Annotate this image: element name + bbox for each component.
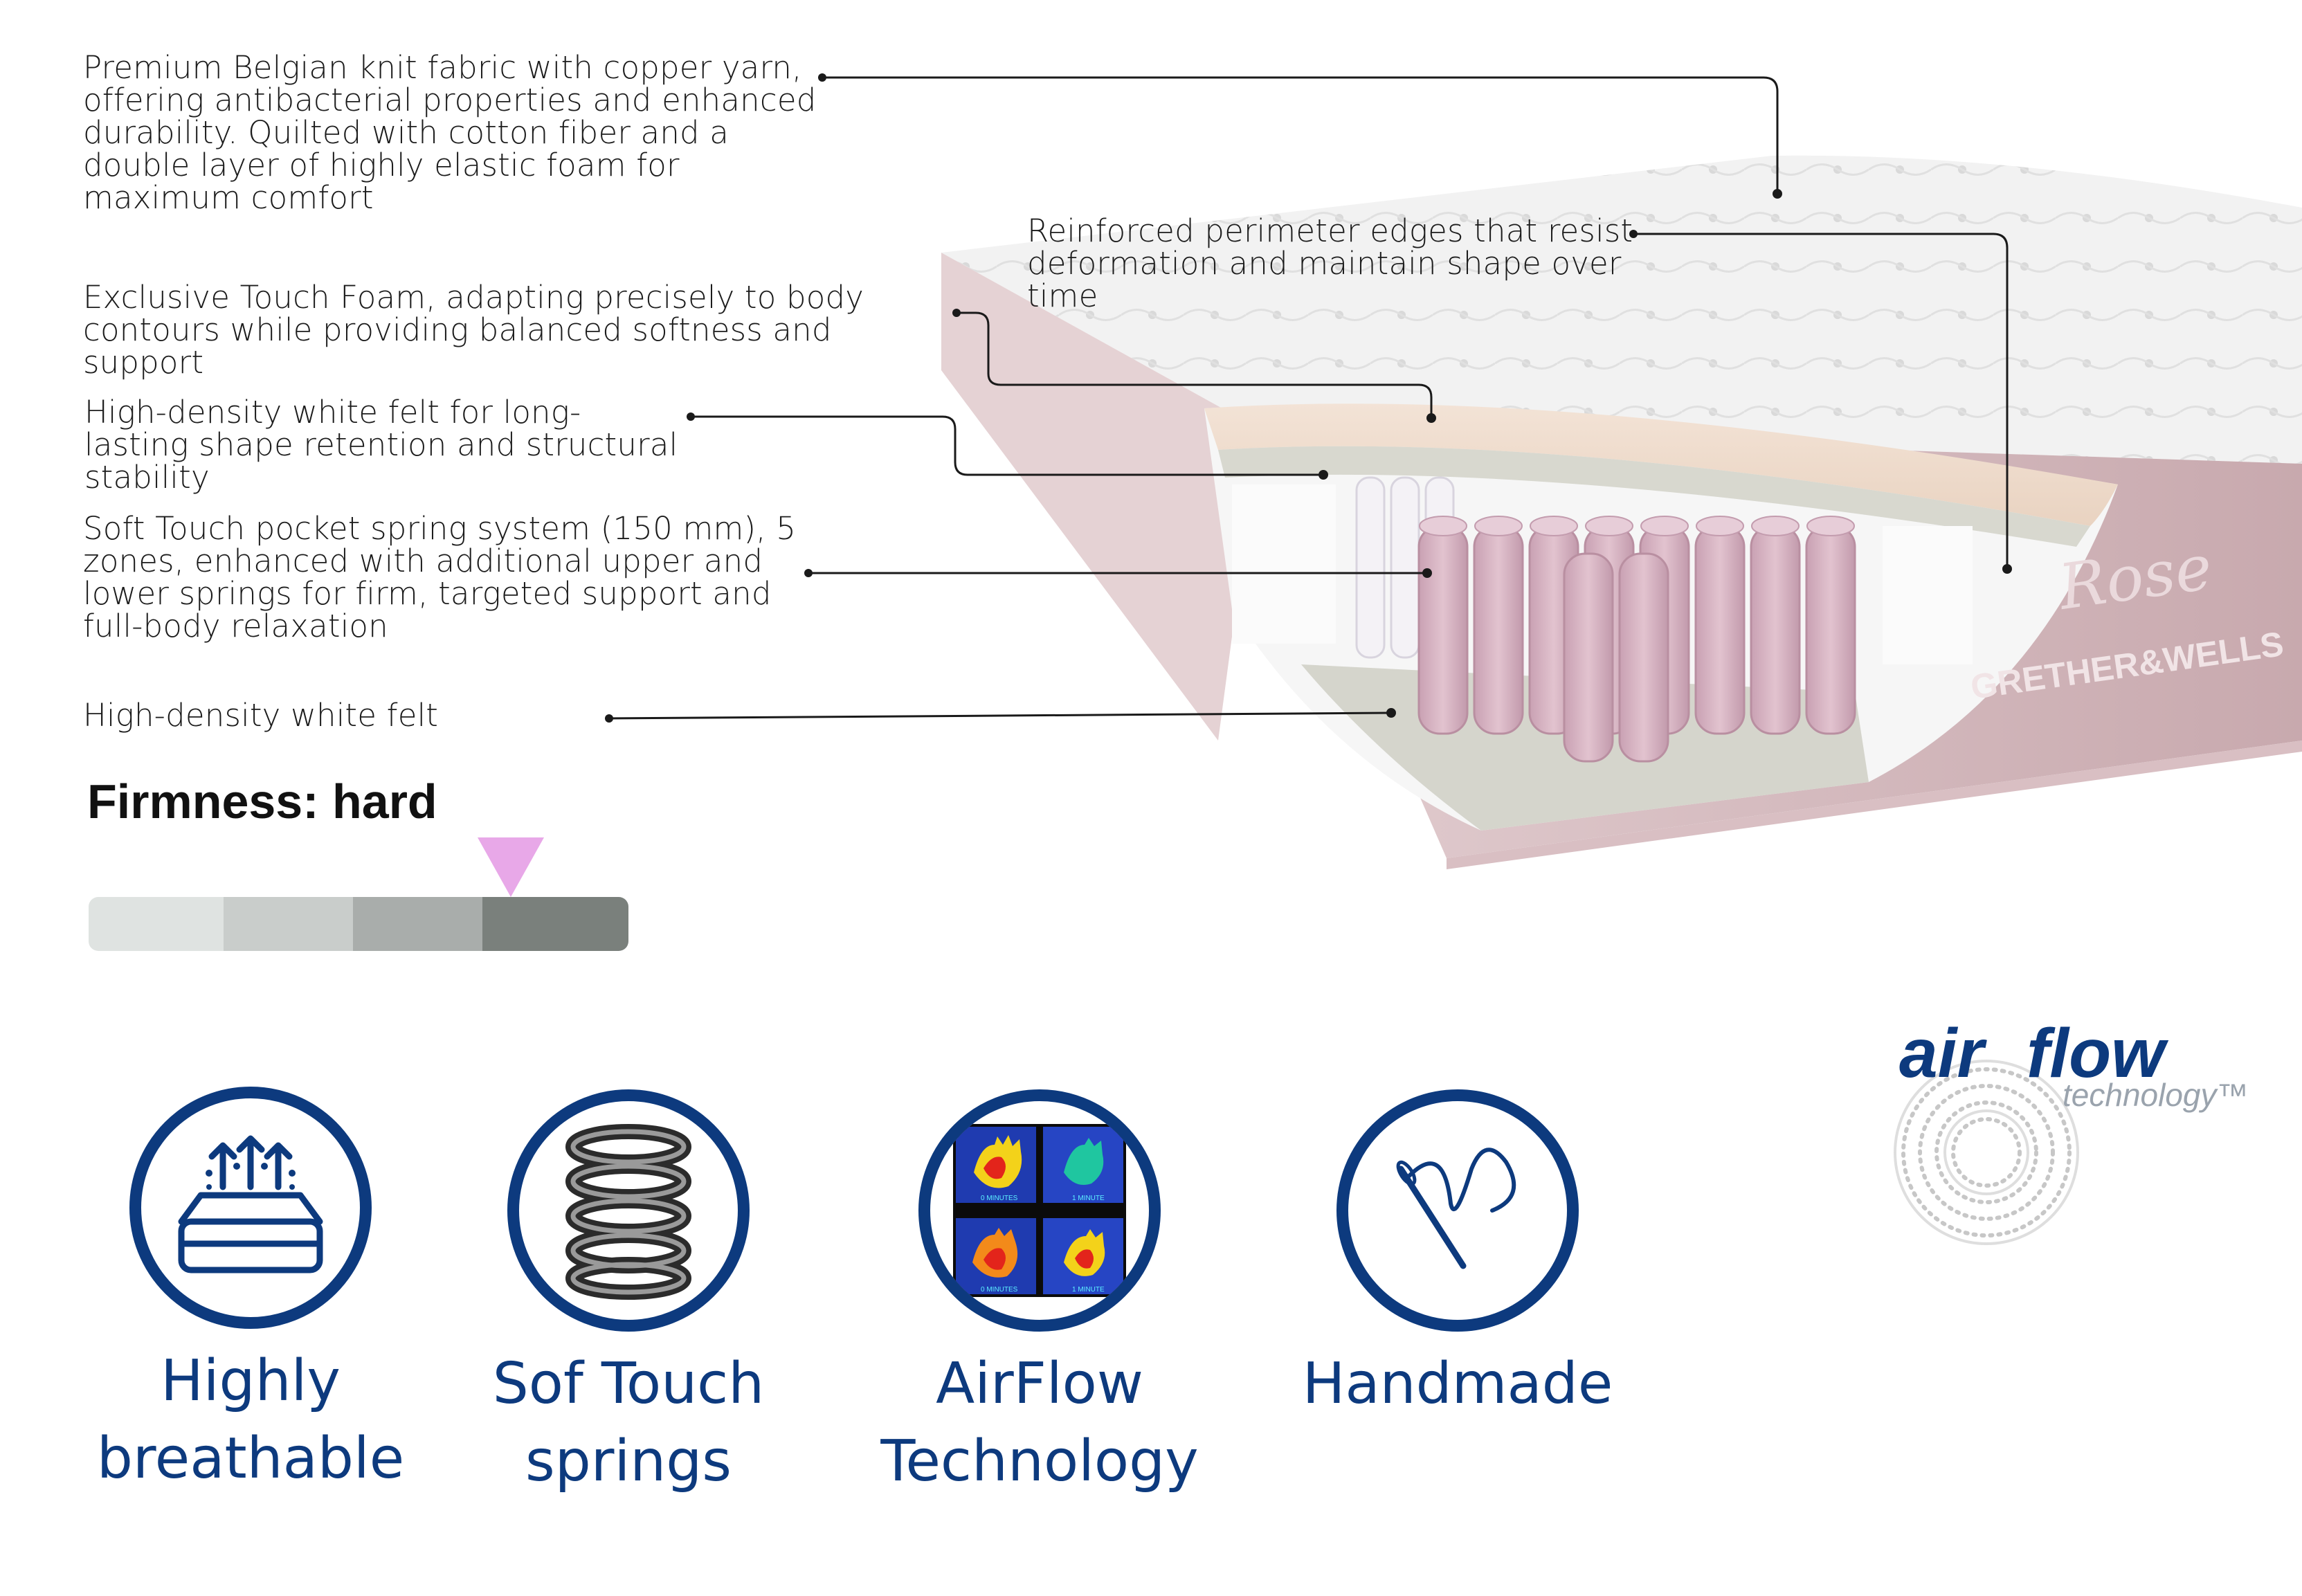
mattress-left-side — [941, 253, 1260, 741]
airflow-word-air: air — [1899, 1015, 1984, 1092]
airflow-word-technology: technology™ — [2063, 1077, 2249, 1113]
thermal-panel: 0 MINUTES — [956, 1218, 1036, 1294]
callout-perimeter: Reinforced perimeter edges that resist d… — [1027, 212, 1633, 314]
firmness-segment-3 — [353, 897, 483, 951]
needle-thread-icon — [1396, 1148, 1516, 1269]
callout-touch-foam: Exclusive Touch Foam, adapting precisely… — [83, 279, 864, 381]
firmness-title: Firmness: hard — [87, 774, 437, 828]
touch-foam-layer — [1204, 403, 2118, 526]
callout-dots — [605, 73, 2012, 723]
feature-airflow: 0 MINUTES 1 MINUTE 0 MINUTES — [846, 1089, 1233, 1500]
leader-cover — [822, 76, 1779, 194]
feature-label: Sof Touch springs — [492, 1351, 765, 1494]
thermal-panel: 0 MINUTES — [956, 1127, 1036, 1203]
callout-felt-top: High-density white felt for long-lasting… — [84, 394, 678, 496]
leader-felt-bottom — [608, 711, 1392, 720]
feature-springs: Sof Touch springs — [435, 1089, 822, 1500]
thermal-hand-imaging-icon: 0 MINUTES 1 MINUTE 0 MINUTES — [953, 1124, 1126, 1297]
firmness-segment-1 — [89, 897, 224, 951]
firmness-segment-4 — [482, 897, 628, 951]
svg-text:1 MINUTE: 1 MINUTE — [1072, 1286, 1105, 1294]
spring-coil-icon — [565, 1124, 691, 1300]
airflow-technology-logo: air flow technology™ — [1883, 1007, 2298, 1270]
callout-cover: Premium Belgian knit fabric with copper … — [83, 49, 817, 216]
airflow-swirl-icon — [1894, 1060, 2079, 1245]
airflow-word-flow: flow — [2027, 1015, 2165, 1092]
callout-felt-bottom: High-density white felt — [83, 697, 439, 734]
thermal-panel: 1 MINUTE — [1043, 1218, 1123, 1294]
feature-label: AirFlow Technology — [880, 1351, 1199, 1494]
firmness-segment-2 — [224, 897, 354, 951]
leader-touch-foam — [957, 311, 1433, 418]
svg-text:0 MINUTES: 0 MINUTES — [981, 1286, 1018, 1294]
feature-handmade: Handmade — [1264, 1089, 1651, 1423]
pocket-springs — [1355, 476, 1856, 763]
feature-label: Highly breathable — [96, 1348, 405, 1491]
leader-felt-top — [691, 415, 1323, 476]
firmness-scale — [89, 897, 628, 951]
callout-leaders — [608, 76, 2009, 720]
svg-text:0 MINUTES: 0 MINUTES — [981, 1195, 1018, 1202]
firmness-pointer — [478, 837, 544, 897]
mattress-top-surface — [941, 155, 2302, 464]
feature-breathable: Highly breathable — [57, 1087, 444, 1498]
callout-springs: Soft Touch pocket spring system (150 mm)… — [83, 510, 797, 644]
top-felt-layer — [1218, 446, 2090, 547]
svg-text:1 MINUTE: 1 MINUTE — [1072, 1195, 1105, 1202]
feature-label: Handmade — [1302, 1351, 1613, 1417]
breathable-mattress-icon — [178, 1135, 323, 1273]
leader-perimeter — [1633, 233, 2009, 569]
thermal-panel: 1 MINUTE — [1043, 1127, 1123, 1203]
